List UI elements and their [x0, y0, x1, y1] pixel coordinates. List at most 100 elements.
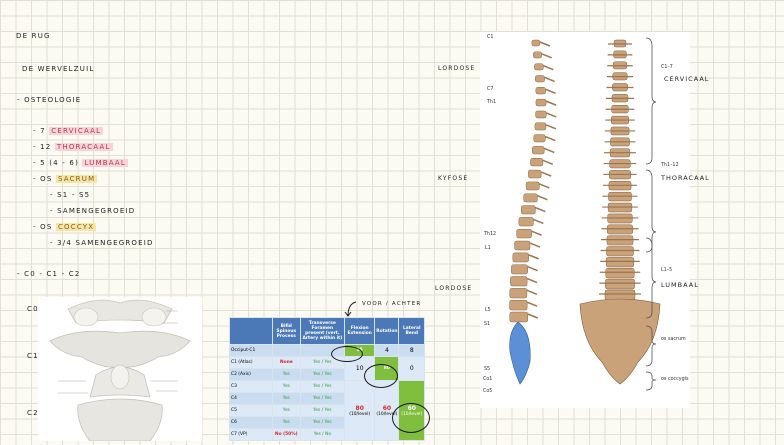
- cervical-line: - 7 CERVICAAL: [33, 127, 104, 135]
- table-cell: Yes / Yes: [299, 392, 346, 405]
- table-cell: 8: [398, 344, 425, 357]
- table-header-cell: Flexion Extension: [344, 317, 376, 345]
- spinous-process: [544, 76, 555, 83]
- spinous-process: [539, 183, 550, 189]
- lateral-vertebra: [535, 110, 547, 119]
- table-cell: Yes / Yes: [299, 368, 346, 381]
- table-cell: Yes / Yes: [299, 416, 346, 429]
- lateral-vertebra: [510, 276, 528, 287]
- posterior-vertebra: [606, 246, 634, 257]
- table-cell: Yes: [272, 380, 301, 393]
- lateral-vertebra: [509, 299, 528, 311]
- lateral-vertebra: [521, 205, 536, 215]
- table-cell: C6: [229, 416, 273, 429]
- table-cell: Yes: [272, 392, 301, 405]
- lateral-vertebra: [512, 252, 529, 263]
- atlas-axis-drawing: [49, 299, 191, 442]
- table-cell: Yes / No: [299, 428, 346, 441]
- curve-lordose-cervical: LORDOSE: [438, 65, 476, 72]
- posterior-vertebra: [607, 224, 633, 235]
- spine-label-l5: L5: [485, 308, 491, 313]
- osteologie-heading: - OSTEOLOGIE: [17, 96, 82, 104]
- table-cell: C2 (Axis): [229, 368, 273, 381]
- table-cell: C4: [229, 392, 273, 405]
- spinous-process: [533, 218, 544, 225]
- annotation-arrow-icon: [344, 301, 357, 317]
- posterior-vertebra: [605, 268, 635, 279]
- spinous-process: [539, 41, 551, 47]
- lateral-vertebra: [534, 63, 544, 71]
- cervical-vertebrae-illustration: [38, 297, 202, 442]
- sacrum-posterior: [579, 298, 661, 385]
- lateral-vertebra: [514, 240, 531, 251]
- cervical-name: CERVICAAL: [49, 127, 104, 135]
- lateral-vertebra: [535, 98, 547, 107]
- c0-c1-c2-heading: - C0 - C1 - C2: [17, 270, 81, 278]
- lateral-vertebra: [516, 228, 532, 239]
- table-header-cell: Bifid Spinous Process: [272, 317, 301, 345]
- spine-label-co1: Co1: [483, 377, 493, 382]
- table-cell: 80(10/level): [344, 380, 376, 441]
- lateral-vertebra: [523, 193, 538, 203]
- thoracic-line: - 12 THORACAAL: [33, 143, 113, 151]
- table-header-cell: Lateral Bend: [398, 317, 425, 345]
- region-coccyx: os coccygis: [661, 377, 689, 382]
- table-cell: Yes / Yes: [299, 404, 346, 417]
- c5-rotation-sub: (10/level): [376, 411, 398, 417]
- table-header-cell: Rotation: [374, 317, 400, 345]
- posterior-vertebra: [604, 289, 636, 301]
- lateral-vertebra: [533, 51, 542, 59]
- spinous-process: [544, 135, 556, 142]
- lumbar-count: - 5: [33, 159, 46, 167]
- page-title: DE RUG: [16, 32, 51, 40]
- circle-c1-rotation: [364, 364, 398, 388]
- spinous-process: [545, 88, 556, 95]
- region-thoracic-range: Th1–12: [661, 163, 679, 168]
- spine-label-th1: Th1: [487, 100, 497, 105]
- cervical-count: - 7: [33, 127, 46, 135]
- table-cell: Yes: [272, 368, 301, 381]
- lateral-vertebra: [528, 169, 542, 179]
- lumbar-range: (4 - 6): [49, 159, 79, 167]
- lateral-vertebra: [511, 264, 528, 275]
- spine-label-s5: S5: [484, 367, 491, 372]
- spinous-process: [542, 159, 554, 165]
- coccyx-sub: - 3/4 SAMENGEGROEID: [50, 239, 154, 247]
- c5-rotation-value: 60: [382, 404, 392, 412]
- spinous-process: [531, 230, 542, 236]
- lateral-vertebra: [535, 87, 546, 95]
- table-row: C1 (Atlas) None Yes / Yes 10 80 0: [229, 356, 425, 381]
- lateral-vertebra: [530, 158, 544, 167]
- spinous-process: [541, 53, 553, 59]
- table-cell: 4: [374, 344, 400, 357]
- table-cell: Occiput-C1: [229, 344, 273, 357]
- margin-c0: C0: [27, 305, 39, 313]
- curve-lordose-lumbar: LORDOSE: [435, 285, 473, 292]
- sacrum-sub2: - SAMENGEGROEID: [50, 207, 136, 215]
- table-header-row: Bifid Spinous Process Transverse Foramen…: [229, 317, 425, 345]
- table-cell: Yes: [272, 404, 301, 417]
- circle-c5-lateral: [392, 403, 430, 433]
- coccyx-line: - OS COCCYX: [33, 223, 97, 231]
- lateral-vertebra: [531, 39, 541, 47]
- table-header-cell: [229, 317, 273, 345]
- table-cell: No (50%): [272, 428, 301, 441]
- lateral-vertebra: [533, 134, 546, 143]
- spinous-process: [526, 301, 538, 307]
- region-lumbar-name: LUMBAAL: [661, 281, 699, 289]
- region-cervical-range: C1–7: [661, 65, 673, 70]
- table-cell: Yes / Yes: [299, 380, 346, 393]
- region-lumbar-range: L1–5: [661, 268, 673, 273]
- table-cell: C1 (Atlas): [229, 356, 273, 369]
- sacrum-prefix: - OS: [33, 175, 53, 183]
- c5-flexion-sub: (10/level): [349, 411, 371, 417]
- vertebral-column-drawing: [509, 39, 661, 385]
- spinous-process: [545, 100, 557, 106]
- lumbar-name: LUMBAAL: [82, 159, 129, 167]
- sacrum-name: SACRUM: [55, 175, 98, 183]
- lateral-vertebra: [509, 311, 529, 323]
- table-cell: Yes: [272, 416, 301, 429]
- lateral-vertebra: [509, 288, 528, 299]
- lateral-vertebra: [532, 146, 545, 155]
- region-cervical-name: CERVICAAL: [664, 75, 710, 83]
